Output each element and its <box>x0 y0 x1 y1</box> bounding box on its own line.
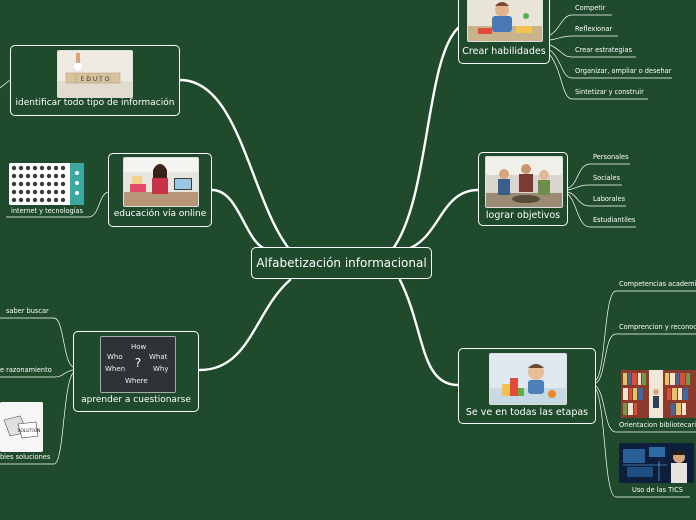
child-drawing-image <box>468 0 542 41</box>
chalk-what: What <box>149 353 168 361</box>
leaf-line-crear-estrategias <box>549 44 636 58</box>
library-image <box>621 370 696 418</box>
leaf-estudiantiles[interactable]: Estudiantiles <box>593 216 636 224</box>
topic-cuestionarse-label: aprender a cuestionarse <box>81 395 191 405</box>
online-study-image <box>124 158 198 206</box>
leaf-line-saber-buscar <box>0 317 74 368</box>
leaf-line-sintetizar <box>549 54 648 100</box>
leaf-line-identificar-stub <box>0 79 11 89</box>
leaf-comprencion[interactable]: Comprencion y reconoc <box>619 323 696 331</box>
leaf-personales[interactable]: Personales <box>593 153 629 161</box>
topic-identificar[interactable]: E D U T O identificar todo tipo de infor… <box>10 45 180 116</box>
topic-identificar-label: identificar todo tipo de información <box>15 98 175 108</box>
topic-educacion[interactable]: educación vía online <box>108 153 212 227</box>
solution-image: SOLUTION <box>0 402 43 452</box>
identificar-image: E D U T O <box>57 50 133 98</box>
internet-icons-image <box>9 163 84 205</box>
chalkboard-questions-image: Who How What When Why Where ? <box>101 337 175 392</box>
leaf-tics[interactable]: Uso de las TICS <box>632 486 683 494</box>
central-topic-label: Alfabetización informacional <box>256 256 427 270</box>
connector-crear-habilidades <box>390 26 460 252</box>
leaf-crear-estrategias[interactable]: Crear estrategias <box>575 46 633 54</box>
leaf-reflexionar[interactable]: Reflexionar <box>575 25 613 33</box>
lograr-objetivos-image <box>485 156 563 208</box>
leaf-soluciones[interactable]: bles soluciones <box>0 453 51 461</box>
solution-puzzle-image: SOLUTION <box>0 402 43 452</box>
leaf-line-comprencion <box>595 333 696 384</box>
chalk-who: Who <box>107 353 123 361</box>
topic-educacion-label: educación vía online <box>113 209 207 219</box>
chalk-where: Where <box>125 377 148 385</box>
scrabble-tiles-image: E D U T O <box>58 51 132 97</box>
todas-etapas-image <box>489 353 567 405</box>
leaf-razonamiento[interactable]: e razonamiento <box>0 366 52 374</box>
scrabble-tiles-text: E D U T O <box>81 76 110 83</box>
topic-lograr-objetivos-label: lograr objetivos <box>485 210 561 221</box>
cuestionarse-image: Who How What When Why Where ? <box>100 336 176 393</box>
topic-crear-habilidades-label: Crear habilidades <box>462 46 546 57</box>
topic-crear-habilidades[interactable]: Crear habilidades <box>458 0 550 64</box>
technology-image <box>619 443 694 483</box>
connector-educacion <box>210 188 270 252</box>
leaf-line-laborales <box>567 191 626 207</box>
leaf-orientacion[interactable]: Orientacion bibliotecari <box>619 421 696 429</box>
connector-cuestionarse <box>198 278 292 372</box>
solution-word-text: SOLUTION <box>18 428 41 434</box>
tech-icons-grid-image <box>9 163 84 205</box>
leaf-line-personales <box>567 163 630 189</box>
connector-todas-etapas <box>398 278 460 387</box>
leaf-competir[interactable]: Competir <box>575 4 606 12</box>
chalk-why: Why <box>153 365 169 373</box>
leaf-line-internet <box>6 191 109 218</box>
baby-toys-image <box>490 354 566 404</box>
tics-image <box>619 443 694 483</box>
leaf-internet[interactable]: internet y tecnologías <box>11 207 84 215</box>
chalk-when: When <box>105 365 125 373</box>
leaf-competencias[interactable]: Competencias academi <box>619 280 696 288</box>
leaf-sintetizar[interactable]: Sintetizar y construir <box>575 88 644 96</box>
topic-cuestionarse[interactable]: Who How What When Why Where ? aprender a… <box>73 331 199 412</box>
leaf-line-sociales <box>567 184 622 191</box>
leaf-line-estudiantiles <box>567 193 636 228</box>
leaf-line-competencias <box>595 290 696 381</box>
leaf-line-organizar <box>549 49 672 79</box>
family-photo-image <box>486 157 562 207</box>
educacion-image <box>123 157 199 207</box>
topic-todas-etapas[interactable]: Se ve en todas las etapas <box>458 348 596 424</box>
connector-identificar <box>178 78 292 252</box>
leaf-line-orientacion <box>595 385 696 433</box>
leaf-line-razonamiento <box>0 369 74 378</box>
chalk-how: How <box>131 343 147 351</box>
leaf-line-competir <box>549 14 612 36</box>
leaf-line-reflexionar <box>549 35 618 41</box>
crear-habilidades-image <box>467 0 543 42</box>
leaf-sociales[interactable]: Sociales <box>593 174 621 182</box>
topic-todas-etapas-label: Se ve en todas las etapas <box>465 407 589 418</box>
leaf-laborales[interactable]: Laborales <box>593 195 626 203</box>
leaf-organizar[interactable]: Organizar, ampliar o desehar <box>575 67 672 75</box>
leaf-saber-buscar[interactable]: saber buscar <box>6 307 49 315</box>
topic-lograr-objetivos[interactable]: lograr objetivos <box>478 152 568 226</box>
library-shelves-image <box>621 370 696 418</box>
svg-text:?: ? <box>135 356 141 370</box>
central-topic[interactable]: Alfabetización informacional <box>251 247 432 279</box>
connector-lograr-objetivos <box>403 188 480 252</box>
